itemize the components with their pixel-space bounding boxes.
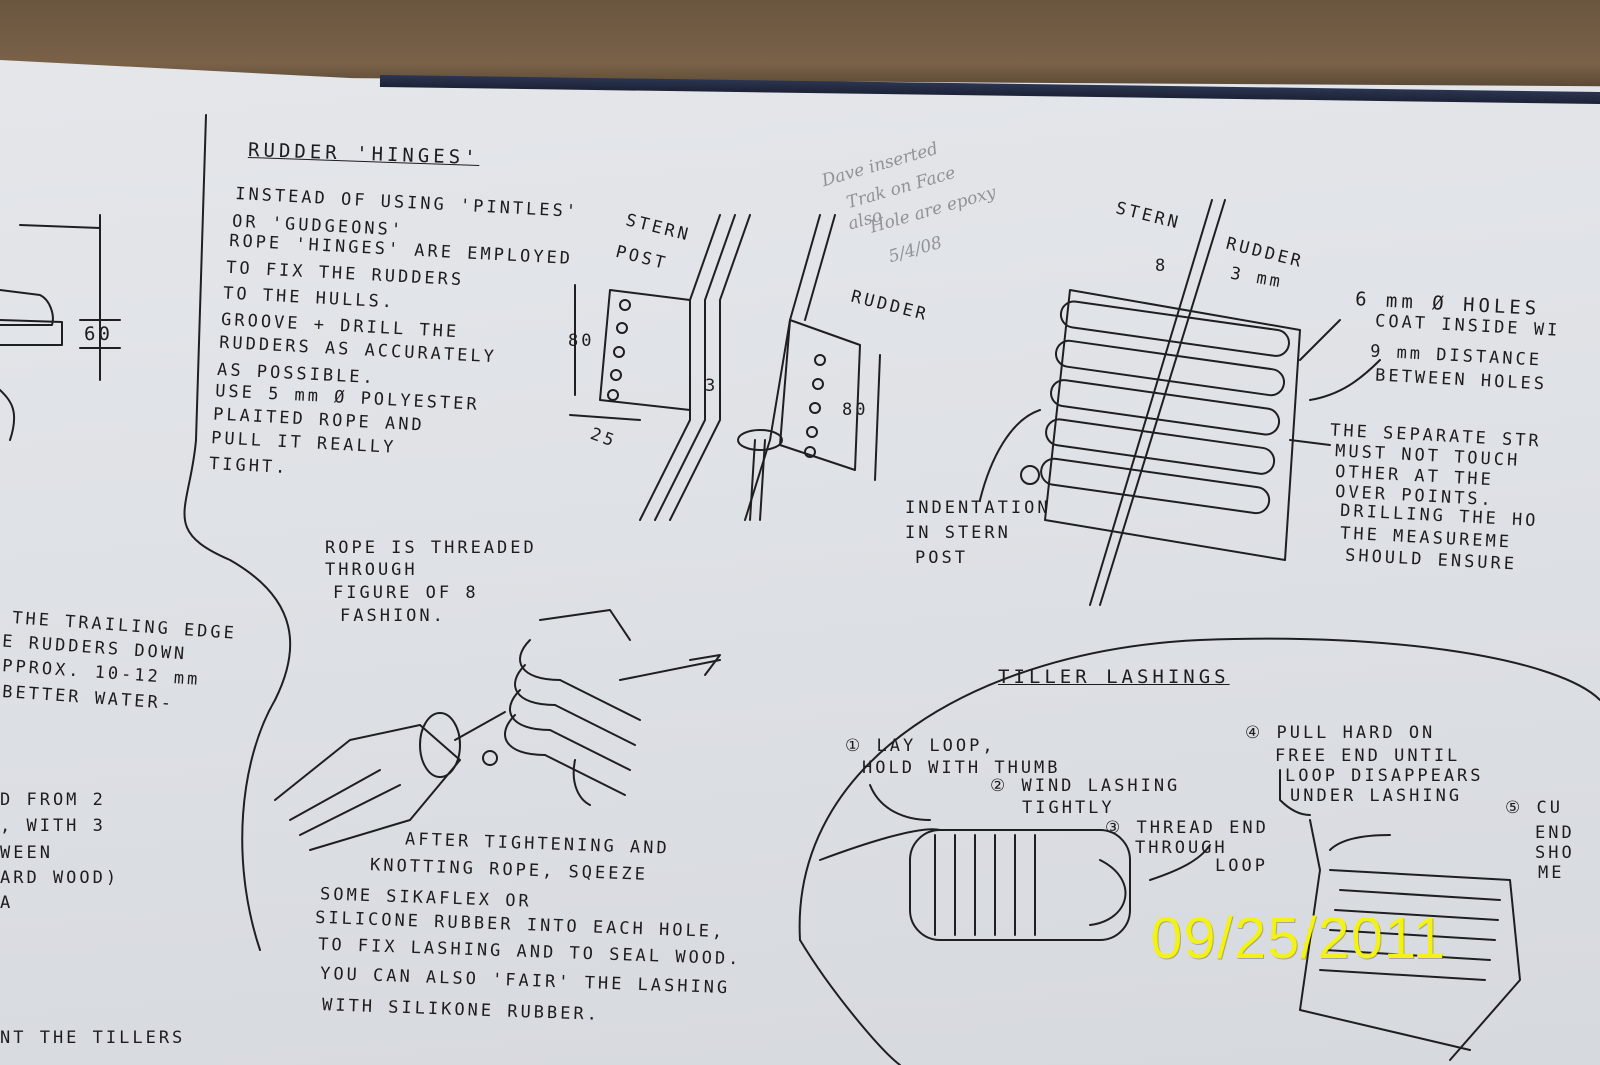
tiller-step: ④ PULL HARD ON <box>1245 723 1436 743</box>
tiller-step: SHO <box>1535 843 1575 863</box>
indentation-line2: IN STERN <box>905 523 1011 543</box>
threaded-note: ROPE IS THREADED <box>325 538 537 558</box>
left-bottom: D FROM 2 <box>0 790 106 810</box>
intro-line: TIGHT. <box>208 453 289 479</box>
tiller-step: TIGHTLY <box>1022 798 1115 818</box>
tiller-step: ③ THREAD END <box>1105 818 1269 838</box>
rope-threading-drawing <box>274 609 721 851</box>
tiller-step: UNDER LASHING <box>1290 786 1463 806</box>
dim-sixty: 60 <box>84 323 113 345</box>
tiller-step: ⑤ CU <box>1505 798 1563 818</box>
tiller-step: LOOP DISAPPEARS <box>1285 766 1484 786</box>
left-bottom: , WITH 3 <box>0 816 106 836</box>
left-bottom: WEEN <box>0 843 53 863</box>
left-bottom: ARD WOOD) <box>0 868 120 888</box>
page-border-curve <box>183 114 292 951</box>
left-bottom: NT THE TILLERS <box>0 1028 186 1048</box>
dim-80-rudder: 80 <box>842 400 869 420</box>
tiller-step: FREE END UNTIL <box>1275 746 1461 766</box>
tiller-step: LOOP <box>1215 856 1268 876</box>
date-stamp: 09/25/2011 <box>1150 906 1446 971</box>
tiller-step: END <box>1535 823 1575 843</box>
dim-3: 3 <box>705 376 719 396</box>
tiller-step: HOLD WITH THUMB <box>862 758 1061 778</box>
dim-8: 8 <box>1155 256 1169 276</box>
threaded-note: FASHION. <box>340 606 446 626</box>
dim-80-stern: 80 <box>568 331 595 351</box>
threaded-note: FIGURE OF 8 <box>333 583 479 603</box>
tiller-lashings-title: TILLER LASHINGS <box>998 666 1230 688</box>
tiller-step: THROUGH <box>1135 838 1228 858</box>
threaded-note: THROUGH <box>325 560 418 580</box>
hinge-plate-diagram <box>979 199 1381 606</box>
tiller-step: ② WIND LASHING <box>990 776 1181 796</box>
tiller-step: ME <box>1538 863 1565 883</box>
tiller-lashing-drawing <box>798 637 1600 1065</box>
tiller-step: ① LAY LOOP, <box>845 736 996 756</box>
left-partial-drawing <box>0 214 121 441</box>
stern-post-rudder-diagram <box>569 214 881 521</box>
indentation-line1: INDENTATION <box>905 498 1051 518</box>
paper-sheet <box>0 60 1600 1065</box>
left-bottom: A <box>0 893 14 913</box>
indentation-line3: POST <box>915 548 968 568</box>
